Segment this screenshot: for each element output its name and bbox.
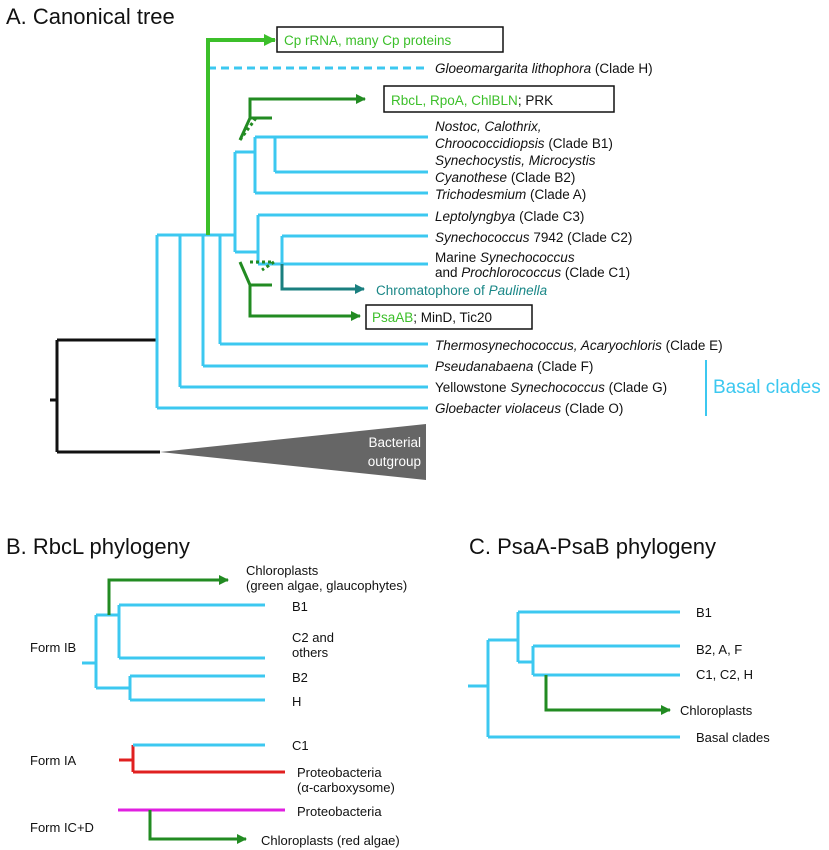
label-chloroplasts-green-2: (green algae, glaucophytes)	[246, 578, 407, 593]
red-algae-chloroplast-branch	[148, 810, 247, 844]
label-rbcl-c2-2: others	[292, 645, 329, 660]
rbcl-green: RbcL, RpoA, ChlBLN	[391, 93, 518, 108]
label-chromatophore: Chromatophore of Paulinella	[376, 283, 548, 298]
psaab-chloroplast-branch	[544, 675, 671, 715]
label-psa-basal: Basal clades	[696, 730, 770, 745]
label-chloroplasts-red: Chloroplasts (red algae)	[261, 833, 400, 848]
label-b1-line2: Chroococcidiopsis (Clade B1)	[435, 136, 613, 151]
chromatophore-text: Chromatophore of	[376, 283, 489, 298]
psaab-box	[365, 304, 533, 330]
label-proteo-a-1: Proteobacteria	[297, 765, 382, 780]
plastid-branch	[206, 34, 276, 235]
label-psa-c1c2h: C1, C2, H	[696, 667, 753, 682]
c2-clade: 7942 (Clade C2)	[530, 230, 633, 245]
label-rbcl-b2: B2	[292, 670, 308, 685]
label-psa-b1: B1	[696, 605, 712, 620]
rbcl-black: ; PRK	[518, 93, 553, 108]
b1-name: Chroococcidiopsis	[435, 136, 545, 151]
rbcl-box	[383, 85, 615, 113]
bacterial-outgroup-wedge	[160, 424, 426, 480]
label-g: Yellowstone Synechococcus (Clade G)	[435, 380, 667, 395]
label-c1-line1: Marine Synechococcus	[435, 250, 575, 265]
label-rbcl-h: H	[292, 694, 301, 709]
label-o: Gloebacter violaceus (Clade O)	[435, 401, 623, 416]
label-b2-line1: Synechocystis, Microcystis	[435, 153, 596, 168]
root-branches	[50, 338, 160, 454]
label-form-ia: Form IA	[30, 753, 77, 768]
c1-clade: (Clade C1)	[561, 265, 630, 280]
c1-prefix: Marine	[435, 250, 480, 265]
g-clade: (Clade G)	[605, 380, 667, 395]
f-clade: (Clade F)	[533, 359, 593, 374]
label-psa-b2af: B2, A, F	[696, 642, 742, 657]
chromatophore-name: Paulinella	[489, 283, 548, 298]
g-name: Synechococcus	[510, 380, 605, 395]
label-rbcl-b1: B1	[292, 599, 308, 614]
form-ib-tree	[82, 603, 265, 702]
label-gloeomargarita: Gloeomargarita lithophora (Clade H)	[435, 61, 653, 76]
green-algae-chloroplast-branch	[107, 575, 229, 615]
cp-rrna-box	[276, 26, 504, 53]
o-clade: (Clade O)	[561, 401, 623, 416]
o-name: Gloebacter violaceus	[435, 401, 561, 416]
b2-name: Cyanothese	[435, 170, 507, 185]
c3-clade: (Clade C3)	[515, 209, 584, 224]
basal-clades-label: Basal clades	[713, 377, 821, 398]
panel-b-title: B. RbcL phylogeny	[6, 534, 190, 559]
label-psa-chloroplasts: Chloroplasts	[680, 703, 753, 718]
rbcl-label: RbcL, RpoA, ChlBLN; PRK	[391, 93, 553, 108]
g-prefix: Yellowstone	[435, 380, 510, 395]
f-name: Pseudanabaena	[435, 359, 534, 374]
form-ia-tree	[119, 745, 285, 774]
label-rbcl-c2-1: C2 and	[292, 630, 334, 645]
label-a: Trichodesmium (Clade A)	[435, 187, 586, 202]
label-form-icd: Form IC+D	[30, 820, 94, 835]
outgroup-label-1: Bacterial	[368, 435, 421, 450]
label-proteo-c: Proteobacteria	[297, 804, 382, 819]
label-b2-line2: Cyanothese (Clade B2)	[435, 170, 575, 185]
label-c3: Leptolyngbya (Clade C3)	[435, 209, 584, 224]
e-name: Thermosynechococcus, Acaryochloris	[435, 338, 662, 353]
panel-a-title: A. Canonical tree	[6, 4, 175, 29]
gloeomargarita-clade: (Clade H)	[591, 61, 653, 76]
panel-c-title: C. PsaA-PsaB phylogeny	[469, 534, 716, 559]
panel-b: B. RbcL phylogeny Chloroplasts (green al…	[6, 534, 407, 848]
c2-name: Synechococcus	[435, 230, 530, 245]
b2-clade: (Clade B2)	[507, 170, 575, 185]
label-c1-line2: and Prochlorococcus (Clade C1)	[435, 265, 630, 280]
e-clade: (Clade E)	[662, 338, 723, 353]
outgroup-label-2: outgroup	[368, 454, 421, 469]
b1-clade: (Clade B1)	[545, 136, 613, 151]
panel-a: A. Canonical tree Bacterial outgroup	[6, 4, 821, 480]
label-f: Pseudanabaena (Clade F)	[435, 359, 593, 374]
gene-transfer-branches	[238, 94, 366, 321]
cyanobacteria-tree	[155, 135, 428, 410]
psaab-black: ; MinD, Tic20	[413, 310, 492, 325]
a-clade: (Clade A)	[526, 187, 586, 202]
label-chloroplasts-green-1: Chloroplasts	[246, 563, 319, 578]
panel-c: C. PsaA-PsaB phylogeny B1 B2, A, F C1, C…	[468, 534, 770, 745]
psaab-tree	[468, 610, 680, 739]
chromatophore-branch	[280, 264, 365, 294]
label-form-ib: Form IB	[30, 640, 76, 655]
c3-name: Leptolyngbya	[435, 209, 516, 224]
label-e: Thermosynechococcus, Acaryochloris (Clad…	[435, 338, 723, 353]
psaab-green: PsaAB	[372, 310, 413, 325]
c1-name1: Synechococcus	[480, 250, 575, 265]
label-b1-line1: Nostoc, Calothrix,	[435, 119, 542, 134]
label-rbcl-c1: C1	[292, 738, 309, 753]
a-name: Trichodesmium	[435, 187, 526, 202]
psaab-label: PsaAB; MinD, Tic20	[372, 310, 492, 325]
label-proteo-a-2: (α-carboxysome)	[297, 780, 395, 795]
c1-name2: Prochlorococcus	[461, 265, 561, 280]
label-c2: Synechococcus 7942 (Clade C2)	[435, 230, 632, 245]
cp-rrna-label: Cp rRNA, many Cp proteins	[284, 33, 452, 48]
gloeomargarita-name: Gloeomargarita lithophora	[435, 61, 592, 76]
c1-connector: and	[435, 265, 461, 280]
